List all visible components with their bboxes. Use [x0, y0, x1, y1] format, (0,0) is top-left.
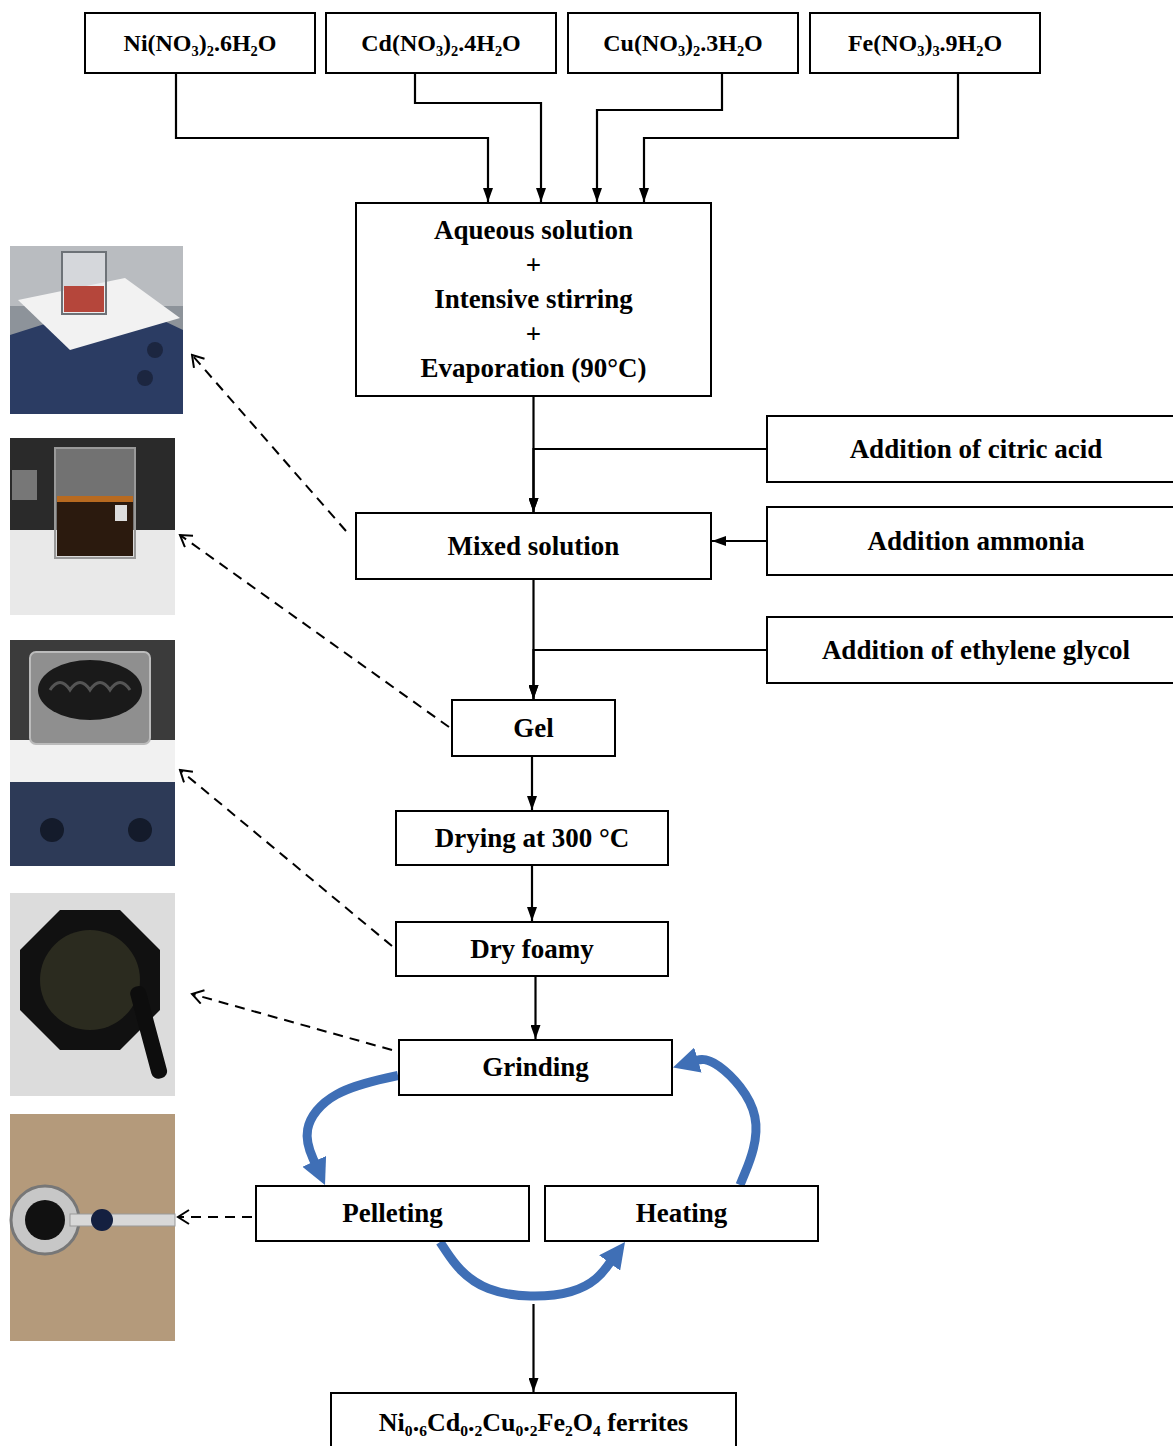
- flow-arrow: [176, 74, 488, 202]
- box-label: Aqueous solution: [434, 213, 633, 248]
- additive-box: Addition of ethylene glycol: [766, 616, 1173, 684]
- flow-arrow: [531, 866, 533, 921]
- additive-box: Addition ammonia: [766, 506, 1173, 576]
- box-label: Ni₀.₆Cd₀.₂Cu₀.₂Fe₂O₄ ferrites: [379, 1407, 688, 1438]
- process-box: Drying at 300 °C: [395, 810, 669, 866]
- process-box: Heating: [544, 1185, 819, 1242]
- cycle-arrow: [440, 1242, 612, 1296]
- reagent-box: Cu(NO₃)₂.3H₂O: [567, 12, 799, 74]
- flow-arrow: [531, 757, 533, 810]
- stirrer-photo: [10, 246, 183, 414]
- beaker-photo: [10, 438, 175, 615]
- reagent-box: Fe(NO₃)₃.9H₂O: [809, 12, 1041, 74]
- leader-arrow: [192, 355, 346, 531]
- hotplate-photo: [10, 640, 175, 866]
- box-label: Ni(NO₃)₂.6H₂O: [124, 29, 277, 58]
- leader-arrow: [180, 770, 392, 946]
- cycle-arrow: [694, 1059, 756, 1185]
- process-box: Aqueous solution+Intensive stirring+Evap…: [355, 202, 712, 397]
- flow-arrow: [532, 1304, 534, 1392]
- flow-arrow: [534, 977, 536, 1039]
- process-box: Dry foamy: [395, 921, 669, 977]
- box-label: Cd(NO₃)₂.4H₂O: [361, 29, 521, 58]
- process-box: Grinding: [398, 1039, 673, 1096]
- flow-arrow: [415, 74, 541, 202]
- additive-box: Addition of citric acid: [766, 415, 1173, 483]
- process-box: Gel: [451, 699, 616, 757]
- flow-arrow: [534, 650, 767, 699]
- flow-arrow: [644, 74, 958, 202]
- box-label: Evaporation (90°C): [420, 351, 646, 386]
- box-label: Pelleting: [342, 1197, 442, 1229]
- box-label: Addition of ethylene glycol: [822, 634, 1130, 666]
- box-label: Grinding: [482, 1051, 589, 1083]
- box-label: +: [526, 248, 541, 283]
- box-label: Intensive stirring: [434, 282, 633, 317]
- box-label: Drying at 300 °C: [435, 822, 630, 854]
- box-label: Dry foamy: [470, 933, 594, 965]
- process-box: Mixed solution: [355, 512, 712, 580]
- process-box: Pelleting: [255, 1185, 530, 1242]
- flow-arrow: [712, 540, 766, 542]
- box-label: Cu(NO₃)₂.3H₂O: [603, 29, 763, 58]
- box-label: Mixed solution: [448, 530, 620, 562]
- pellet-die-photo: [10, 1114, 175, 1341]
- flow-arrow: [534, 449, 767, 512]
- box-label: Addition ammonia: [868, 525, 1085, 557]
- box-label: Addition of citric acid: [850, 433, 1103, 465]
- leader-arrow: [192, 994, 392, 1050]
- cycle-arrow: [307, 1076, 398, 1165]
- box-label: Gel: [513, 712, 554, 744]
- leader-arrow: [178, 1216, 252, 1218]
- box-label: Fe(NO₃)₃.9H₂O: [848, 29, 1002, 58]
- box-label: Heating: [636, 1197, 728, 1229]
- reagent-box: Cd(NO₃)₂.4H₂O: [325, 12, 557, 74]
- box-label: +: [526, 317, 541, 352]
- product-box: Ni₀.₆Cd₀.₂Cu₀.₂Fe₂O₄ ferrites: [330, 1392, 737, 1446]
- reagent-box: Ni(NO₃)₂.6H₂O: [84, 12, 316, 74]
- mortar-photo: [10, 893, 175, 1096]
